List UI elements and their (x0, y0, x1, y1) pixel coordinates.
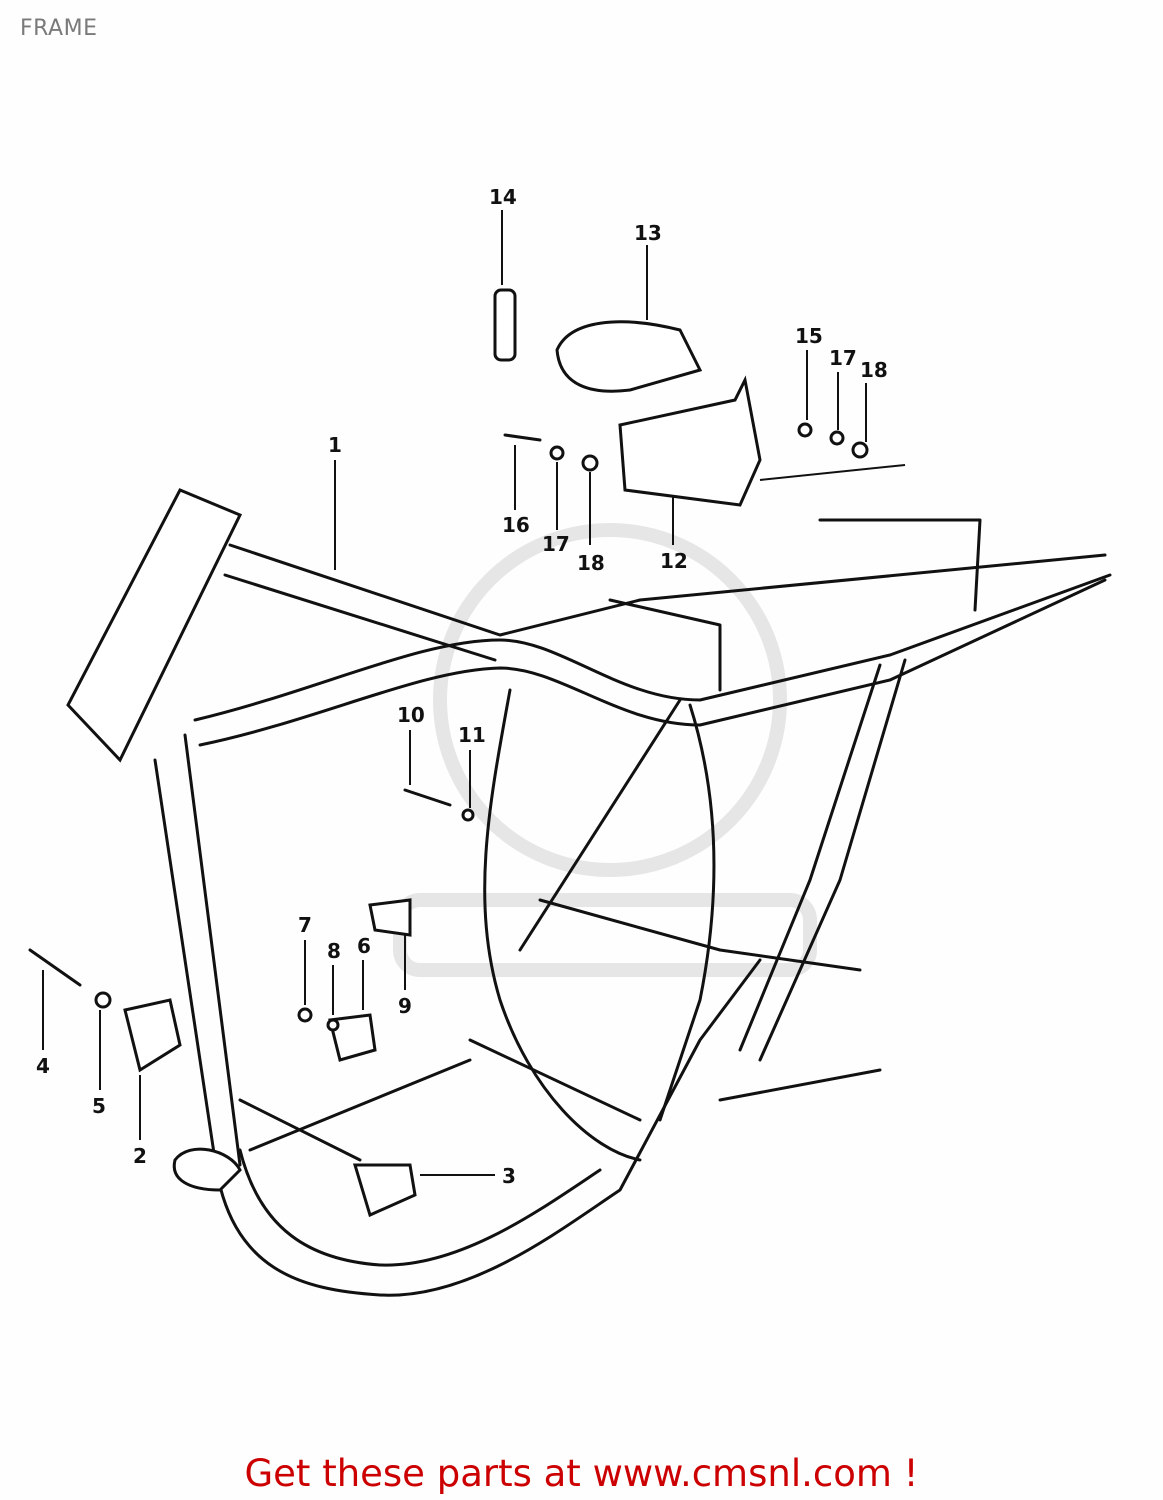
callout-14: 14 (489, 185, 517, 209)
part-2-bracket (123, 998, 182, 1073)
callout-5: 5 (92, 1094, 106, 1118)
part-15-bolt (797, 422, 813, 438)
callout-3: 3 (502, 1164, 516, 1188)
part-17-washer (549, 445, 565, 461)
callout-8: 8 (327, 939, 341, 963)
part-10-bolt (403, 788, 452, 807)
callout-10: 10 (397, 703, 425, 727)
part-17-washer-b (829, 430, 845, 446)
cmsnl-parts-link[interactable]: Get these parts at www.cmsnl.com ! (244, 1452, 919, 1495)
part-3-bracket (352, 1163, 417, 1218)
callout-4: 4 (36, 1054, 50, 1078)
part-12-bracket (618, 375, 762, 507)
callout-18: 18 (577, 551, 605, 575)
callout-2: 2 (133, 1144, 147, 1168)
callout-17: 17 (542, 532, 570, 556)
part-9-plate (368, 898, 412, 937)
part-16-bolt (503, 433, 542, 442)
callout-9: 9 (398, 994, 412, 1018)
callout-13: 13 (634, 221, 662, 245)
callout-1: 1 (328, 433, 342, 457)
part-4-bolt (28, 948, 82, 987)
main-frame (66, 488, 1112, 1297)
page-title: FRAME (20, 16, 98, 41)
watermark-logo (393, 523, 817, 977)
callout-16: 16 (502, 513, 530, 537)
part-18-washer (581, 454, 599, 472)
part-18-washer-b (851, 441, 869, 459)
leader-lines (42, 210, 906, 1176)
callout-15: 15 (795, 324, 823, 348)
callout-12: 12 (660, 549, 688, 573)
part-6-bracket (328, 1013, 377, 1062)
callout-labels: 1 2 3 4 5 6 7 8 9 10 11 12 13 14 15 16 1… (36, 185, 888, 1188)
callout-18b: 18 (860, 358, 888, 382)
callout-7: 7 (298, 913, 312, 937)
part-5-nut (94, 991, 112, 1009)
part-14-bolt (493, 288, 517, 362)
callout-6: 6 (357, 934, 371, 958)
part-8-washer (326, 1018, 340, 1032)
part-11-nut (461, 808, 475, 822)
callout-11: 11 (458, 723, 486, 747)
callout-17b: 17 (829, 346, 857, 370)
parts (28, 288, 869, 1218)
part-13-cover (555, 320, 703, 393)
part-7-bolt (297, 1007, 313, 1023)
